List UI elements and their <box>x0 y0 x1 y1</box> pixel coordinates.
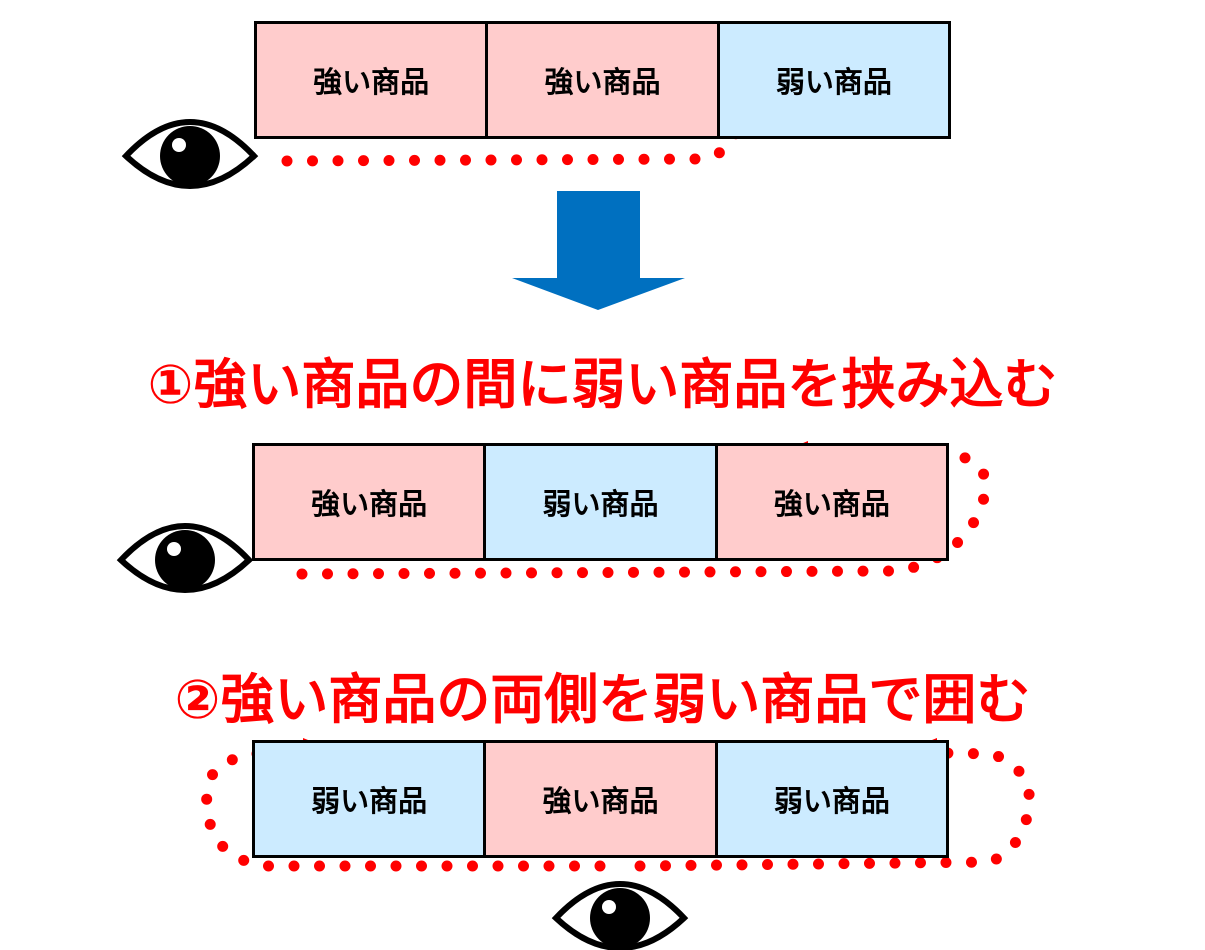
product-cell-strong: 強い商品 <box>483 743 715 855</box>
shelf-row-before: 強い商品 強い商品 弱い商品 <box>254 21 951 139</box>
gaze-path-dotted-left <box>201 746 606 872</box>
shelf-row-pattern-2: 弱い商品 強い商品 弱い商品 <box>252 740 949 858</box>
product-cell-weak: 弱い商品 <box>714 743 946 855</box>
gaze-path-dotted <box>296 449 991 580</box>
product-cell-weak: 弱い商品 <box>716 24 948 136</box>
shelf-row-pattern-1: 強い商品 弱い商品 強い商品 <box>252 443 949 561</box>
heading-pattern-2: ②強い商品の両側を弱い商品で囲む <box>174 668 1031 731</box>
heading-pattern-1: ①強い商品の間に弱い商品を挟み込む <box>147 353 1058 416</box>
product-cell-weak: 弱い商品 <box>255 743 484 855</box>
product-cell-strong: 強い商品 <box>255 446 484 558</box>
product-cell-strong: 強い商品 <box>485 24 717 136</box>
down-arrow-icon <box>512 191 685 310</box>
product-cell-weak: 弱い商品 <box>483 446 715 558</box>
product-cell-strong: 強い商品 <box>714 446 946 558</box>
eye-icon <box>121 526 249 590</box>
product-cell-strong: 強い商品 <box>257 24 486 136</box>
eye-icon <box>556 884 684 948</box>
eye-icon <box>126 122 254 186</box>
